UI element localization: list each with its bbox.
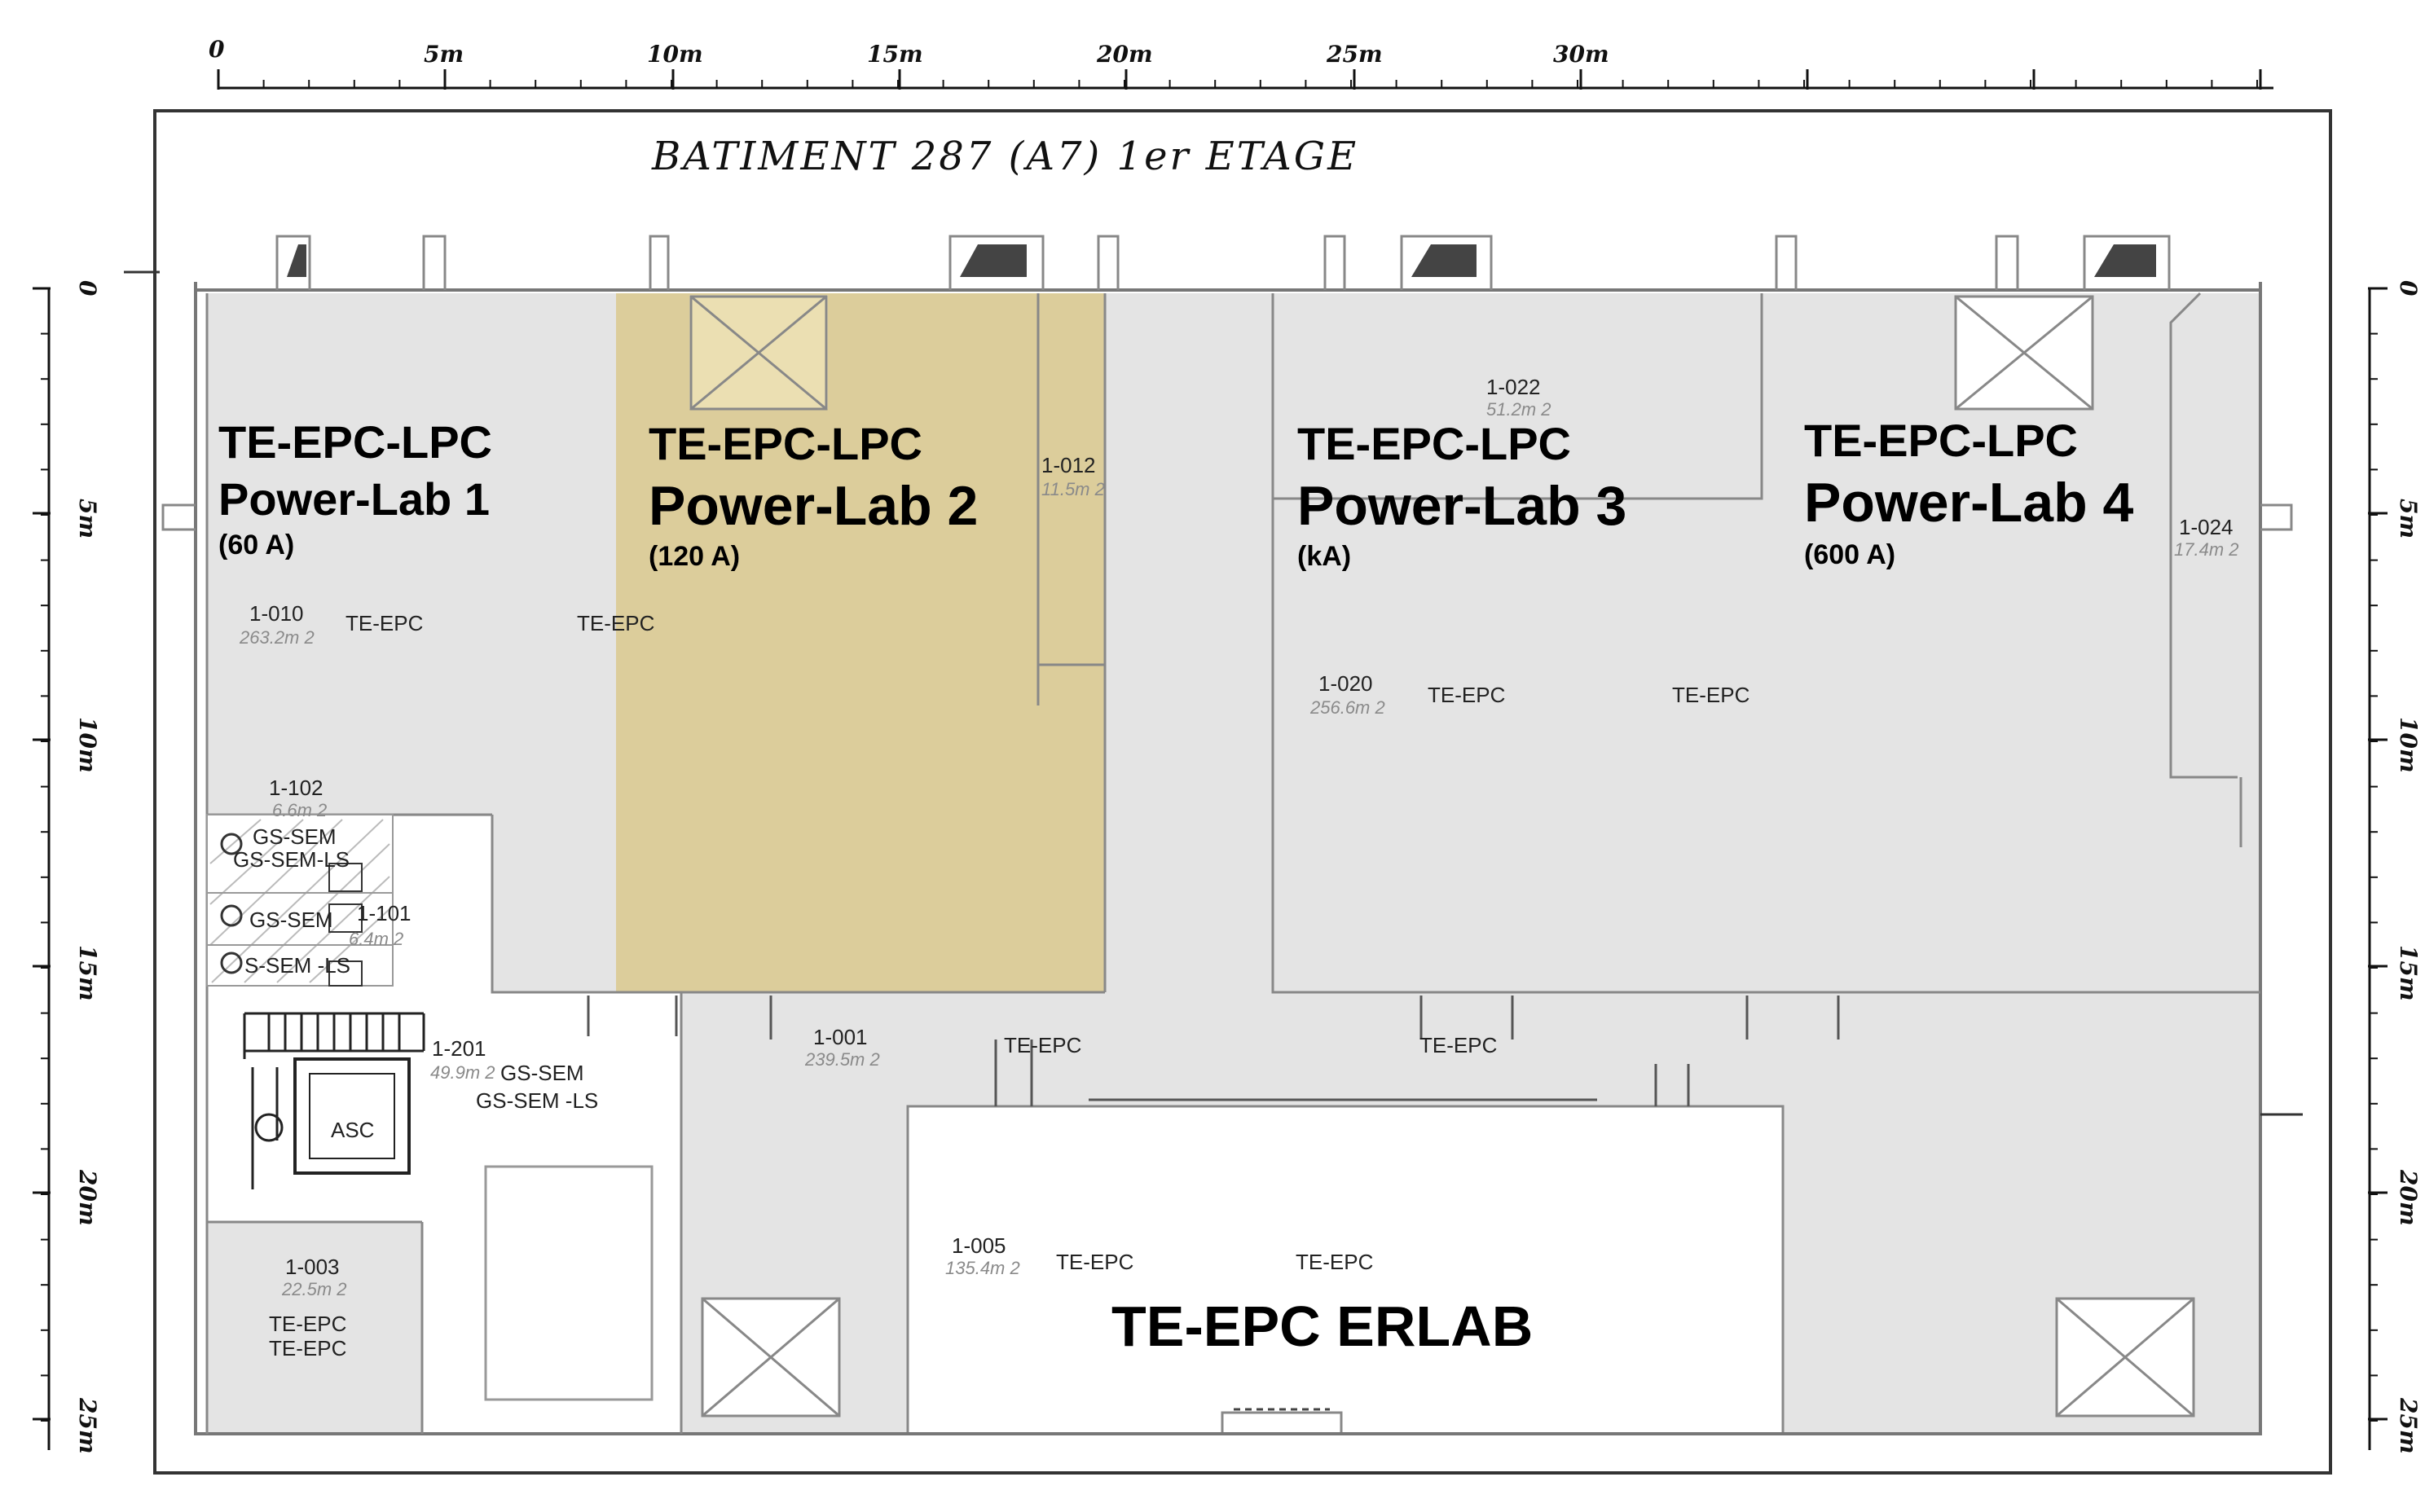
room-1003-no: 1-003	[285, 1255, 340, 1279]
lab2-rating: (120 A)	[649, 541, 740, 572]
lab4-group: TE-EPC-LPC	[1804, 415, 2078, 466]
tag-te-epc-5: TE-EPC	[1004, 1033, 1081, 1057]
tag-te-epc-7: TE-EPC	[1056, 1250, 1133, 1274]
top-scale-bar: 0 5m 10m 15m 20m 25m 30m	[209, 36, 2273, 90]
right-tick-5m: 5m	[2395, 499, 2422, 538]
top-tick-5m: 5m	[424, 41, 464, 68]
building-title: BATIMENT 287 (A7) 1er ETAGE	[651, 134, 1358, 179]
room-1010-no: 1-010	[249, 601, 304, 626]
room-1010-area: 263.2m 2	[239, 627, 315, 648]
erlab-label: TE-EPC ERLAB	[1111, 1294, 1533, 1358]
right-tick-10m: 10m	[2395, 717, 2422, 773]
lab-labels: TE-EPC-LPC Power-Lab 1 (60 A) TE-EPC-LPC…	[218, 415, 2133, 1358]
room-fills	[207, 293, 2260, 1432]
tag-te-epc-8: TE-EPC	[1296, 1250, 1373, 1274]
tag-te-epc-6: TE-EPC	[1419, 1033, 1497, 1057]
room-1001-no: 1-001	[813, 1025, 868, 1049]
top-tick-30m: 30m	[1553, 41, 1609, 68]
right-tick-0: 0	[2395, 280, 2422, 297]
lab2-name: Power-Lab 2	[649, 475, 978, 537]
right-tick-15m: 15m	[2395, 945, 2422, 1001]
tag-gs-sem-3: GS-SEM	[500, 1061, 584, 1085]
lab2-group: TE-EPC-LPC	[649, 418, 922, 469]
tag-te-epc-3: TE-EPC	[1428, 683, 1505, 707]
room-numbers: 1-010 263.2m 2 1-012 11.5m 2 1-022 51.2m…	[239, 375, 2239, 1299]
top-tick-10m: 10m	[647, 41, 703, 68]
room-1102-no: 1-102	[269, 776, 323, 800]
top-tick-15m: 15m	[867, 41, 923, 68]
top-tick-0: 0	[209, 36, 225, 63]
tag-gs-sem-ls-1: GS-SEM-LS	[233, 847, 350, 872]
sanitary-block: ASC	[206, 814, 425, 1189]
left-tick-5m: 5m	[74, 499, 101, 538]
tag-gs-sem-ls-2: S-SEM -LS	[244, 953, 350, 978]
room-1003-area: 22.5m 2	[281, 1279, 347, 1299]
left-tick-10m: 10m	[74, 717, 101, 773]
tag-gs-sem-2: GS-SEM	[249, 908, 333, 932]
tag-te-epc-10: TE-EPC	[269, 1336, 346, 1360]
room-1024-area: 17.4m 2	[2174, 539, 2239, 560]
occupant-tags: TE-EPC TE-EPC TE-EPC TE-EPC TE-EPC TE-EP…	[233, 611, 1749, 1360]
top-tick-25m: 25m	[1326, 41, 1383, 68]
shafts	[484, 295, 2195, 1418]
tag-te-epc-4: TE-EPC	[1672, 683, 1749, 707]
right-scale-bar: 0 5m 10m 15m 20m 25m	[2368, 280, 2422, 1454]
lab3-group: TE-EPC-LPC	[1297, 418, 1571, 469]
left-tick-25m: 25m	[74, 1397, 101, 1454]
right-tick-25m: 25m	[2395, 1397, 2422, 1454]
lab4-rating: (600 A)	[1804, 539, 1895, 570]
tag-te-epc-1: TE-EPC	[345, 611, 423, 635]
room-1022-no: 1-022	[1486, 375, 1541, 399]
room-1012-no: 1-012	[1041, 453, 1096, 477]
tag-te-epc-2: TE-EPC	[577, 611, 654, 635]
room-1022-area: 51.2m 2	[1486, 399, 1551, 420]
lab3-rating: (kA)	[1297, 541, 1351, 572]
room-1201-no: 1-201	[432, 1036, 486, 1061]
right-tick-20m: 20m	[2395, 1169, 2422, 1226]
tag-gs-sem-ls-3: GS-SEM -LS	[476, 1088, 598, 1113]
room-1101-no: 1-101	[357, 901, 412, 925]
lab3-name: Power-Lab 3	[1297, 475, 1626, 537]
room-1005-no: 1-005	[952, 1233, 1006, 1258]
lab1-rating: (60 A)	[218, 530, 294, 560]
tag-te-epc-9: TE-EPC	[269, 1312, 346, 1336]
lab1-name: Power-Lab 1	[218, 473, 490, 525]
room-1201-area: 49.9m 2	[430, 1062, 495, 1083]
tag-gs-sem-1: GS-SEM	[253, 824, 337, 849]
room-1020-no: 1-020	[1318, 671, 1373, 696]
lab1-group: TE-EPC-LPC	[218, 416, 492, 468]
left-scale-bar: 0 5m 10m 15m 20m 25m	[33, 280, 101, 1454]
lab4-name: Power-Lab 4	[1804, 472, 2133, 534]
left-tick-0: 0	[74, 280, 101, 297]
room-1101-area: 6.4m 2	[349, 929, 403, 949]
room-1005-area: 135.4m 2	[945, 1258, 1020, 1278]
drawing-frame	[153, 109, 2332, 1475]
room-1020-area: 256.6m 2	[1309, 697, 1385, 718]
top-tick-20m: 20m	[1096, 41, 1153, 68]
room-1012-area: 11.5m 2	[1041, 479, 1105, 499]
room-1001-area: 239.5m 2	[804, 1049, 880, 1070]
walls	[124, 235, 2303, 1435]
room-1102-area: 6.6m 2	[272, 800, 327, 820]
elevator-label: ASC	[331, 1118, 374, 1142]
room-1024-no: 1-024	[2179, 515, 2234, 539]
left-tick-20m: 20m	[74, 1169, 101, 1226]
left-tick-15m: 15m	[74, 945, 101, 1001]
